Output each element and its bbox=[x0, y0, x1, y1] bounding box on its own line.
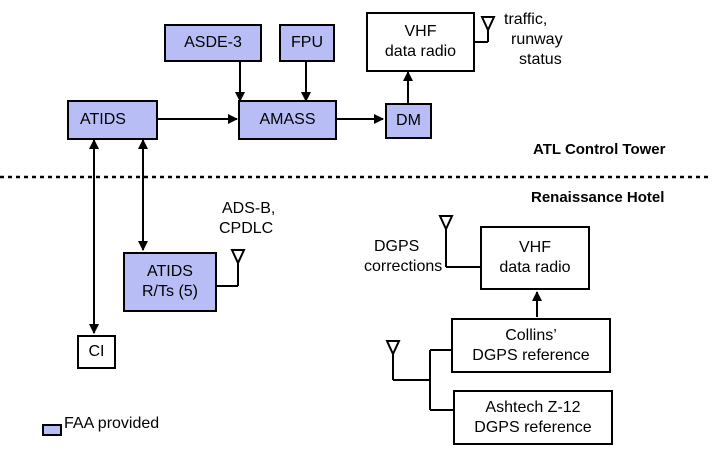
traffic-line1: traffic, bbox=[504, 11, 548, 28]
vhf-data-radio-bottom: VHF data radio bbox=[480, 226, 590, 290]
fpu-label: FPU bbox=[291, 34, 323, 51]
dgps-line2: corrections bbox=[364, 258, 443, 275]
adsb-line2: CPDLC bbox=[219, 220, 274, 237]
collins-dgps-box: Collins’ DGPS reference bbox=[451, 318, 611, 373]
antenna-icon bbox=[385, 340, 401, 357]
ashtech-line1: Ashtech Z-12 bbox=[485, 398, 581, 416]
ci-label: CI bbox=[88, 343, 105, 360]
amass-label: AMASS bbox=[259, 111, 316, 128]
legend-swatch bbox=[42, 424, 62, 436]
asde3-label: ASDE-3 bbox=[184, 34, 242, 51]
collins-line2: DGPS reference bbox=[472, 346, 590, 364]
vhf-bottom-line2: data radio bbox=[499, 259, 571, 276]
tower-section-label: ATL Control Tower bbox=[533, 141, 666, 158]
amass-box: AMASS bbox=[238, 100, 337, 140]
traffic-line2: runway bbox=[511, 31, 563, 48]
vhf-top-line1: VHF bbox=[404, 23, 437, 40]
legend-label: FAA provided bbox=[64, 415, 160, 432]
vhf-bottom-line1: VHF bbox=[519, 239, 551, 256]
dm-box: DM bbox=[385, 103, 432, 139]
vhf-data-radio-top: VHF data radio bbox=[366, 12, 475, 72]
asde3-box: ASDE-3 bbox=[164, 24, 262, 62]
traffic-annotation: traffic, runway status bbox=[504, 10, 574, 70]
hotel-section-label: Renaissance Hotel bbox=[531, 189, 665, 206]
traffic-line3: status bbox=[519, 51, 562, 68]
adsb-annotation: ADS-B, CPDLC bbox=[219, 199, 275, 239]
ashtech-dgps-box: Ashtech Z-12 DGPS reference bbox=[453, 390, 613, 445]
dgps-line1: DGPS bbox=[374, 238, 420, 255]
atids-rts-box: ATIDS R/Ts (5) bbox=[123, 252, 217, 312]
antenna-icon bbox=[438, 215, 454, 232]
atids-box: ATIDS bbox=[67, 100, 158, 140]
atids-rts-line2: R/Ts (5) bbox=[142, 283, 198, 300]
adsb-line1: ADS-B, bbox=[222, 200, 276, 217]
ashtech-line2: DGPS reference bbox=[474, 418, 592, 436]
dm-label: DM bbox=[396, 112, 421, 129]
fpu-box: FPU bbox=[279, 24, 335, 62]
ci-box: CI bbox=[77, 335, 116, 369]
atids-rts-line1: ATIDS bbox=[147, 263, 193, 280]
antenna-icon bbox=[480, 16, 496, 33]
collins-line1: Collins’ bbox=[505, 326, 557, 344]
antenna-icon bbox=[230, 249, 246, 266]
dgps-corrections-annotation: DGPS corrections bbox=[364, 237, 442, 277]
atids-label: ATIDS bbox=[80, 111, 126, 128]
vhf-top-line2: data radio bbox=[384, 43, 457, 60]
